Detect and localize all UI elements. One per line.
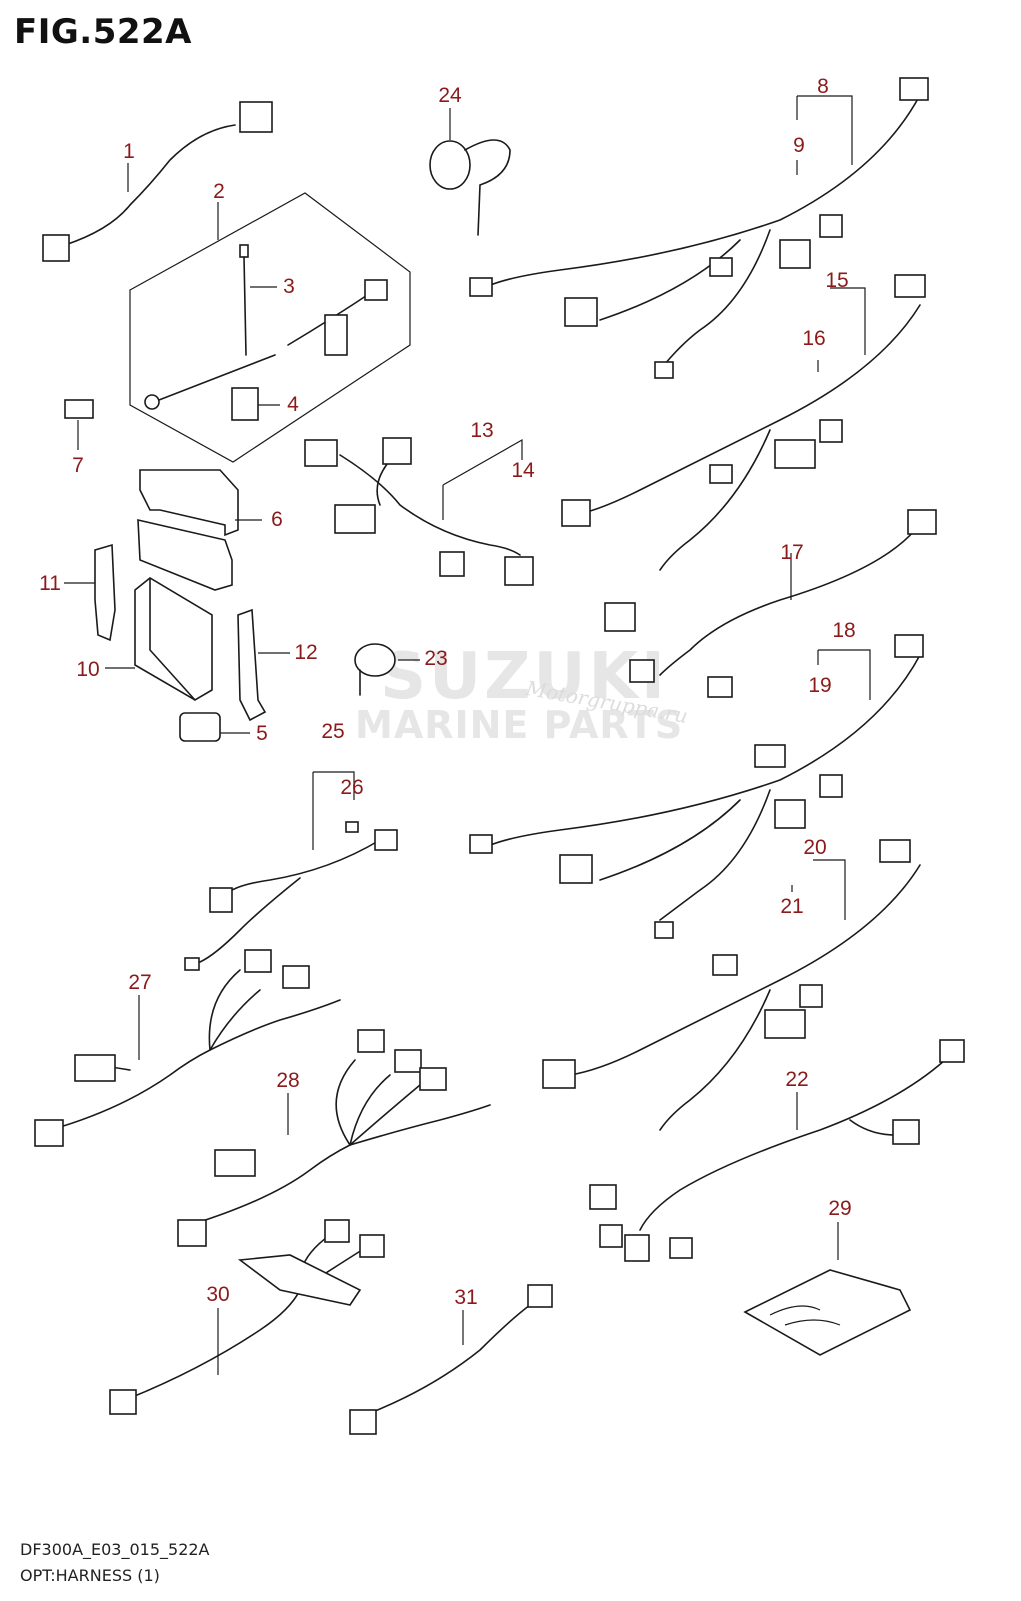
callout-27: 27 [128, 971, 152, 994]
callout-26: 26 [340, 776, 364, 799]
part-20-harness[interactable] [542, 839, 921, 1131]
callout-30: 30 [206, 1283, 230, 1306]
callout-11: 11 [39, 572, 61, 595]
callout-18: 18 [832, 619, 856, 642]
part-6-bracket[interactable] [137, 469, 239, 591]
part-31-harness[interactable] [349, 1284, 553, 1435]
leader-lines [64, 108, 839, 1375]
part-3-cable-tie[interactable] [239, 244, 249, 356]
part-1-harness[interactable] [42, 101, 273, 262]
part-7-cap[interactable] [64, 399, 94, 419]
part-17-harness[interactable] [604, 509, 937, 698]
callout-29: 29 [828, 1197, 852, 1220]
callout-9: 9 [793, 134, 805, 157]
part-23-clip[interactable] [354, 643, 396, 696]
part-30-harness[interactable] [109, 1219, 385, 1415]
figure-title: FIG.522A [14, 12, 192, 52]
callout-5: 5 [256, 722, 268, 745]
callout-14: 14 [511, 459, 535, 482]
callout-3: 3 [283, 275, 295, 298]
watermark-brand: SUZUKI [380, 640, 668, 714]
part-10-ecu[interactable] [134, 577, 213, 701]
callout-7: 7 [72, 454, 84, 477]
callout-24: 24 [438, 84, 462, 107]
callout-19: 19 [808, 674, 832, 697]
part-11-bracket[interactable] [94, 543, 116, 642]
part-2-cable[interactable] [144, 279, 388, 410]
callout-16: 16 [802, 327, 826, 350]
callout-4: 4 [287, 393, 299, 416]
callout-20: 20 [803, 836, 827, 859]
part-28-harness[interactable] [177, 1029, 491, 1247]
callout-12: 12 [294, 641, 318, 664]
part-8-harness[interactable] [469, 77, 929, 379]
part-12-bracket[interactable] [237, 608, 267, 722]
part-26-pin[interactable] [345, 821, 359, 833]
callout-17: 17 [780, 541, 804, 564]
callout-1: 1 [123, 140, 135, 163]
callout-13: 13 [470, 419, 494, 442]
callout-6: 6 [271, 508, 283, 531]
figure-code: DF300A_E03_015_522A [20, 1540, 210, 1559]
watermark-subtitle: MARINE PARTS [355, 703, 684, 747]
part-25-harness[interactable] [184, 829, 398, 971]
part-2-box [129, 192, 411, 463]
part-5-seal[interactable] [179, 712, 221, 742]
part-15-harness[interactable] [561, 274, 926, 571]
callout-8: 8 [817, 75, 829, 98]
part-24-cap[interactable] [429, 139, 511, 236]
part-13-harness[interactable] [304, 437, 534, 586]
callout-25: 25 [321, 720, 345, 743]
callout-21: 21 [780, 895, 804, 918]
part-29-bag[interactable] [743, 1269, 912, 1356]
figure-caption: OPT:HARNESS (1) [20, 1566, 160, 1585]
callout-31: 31 [454, 1286, 478, 1309]
callout-10: 10 [76, 658, 100, 681]
callout-15: 15 [825, 269, 849, 292]
part-4-fuse[interactable] [231, 387, 259, 421]
part-18-harness[interactable] [469, 634, 924, 939]
callout-2: 2 [213, 180, 225, 203]
callout-28: 28 [276, 1069, 300, 1092]
callout-22: 22 [785, 1068, 809, 1091]
part-22-harness[interactable] [589, 1039, 965, 1262]
callout-23: 23 [424, 647, 448, 670]
part-27-harness[interactable] [34, 949, 341, 1147]
